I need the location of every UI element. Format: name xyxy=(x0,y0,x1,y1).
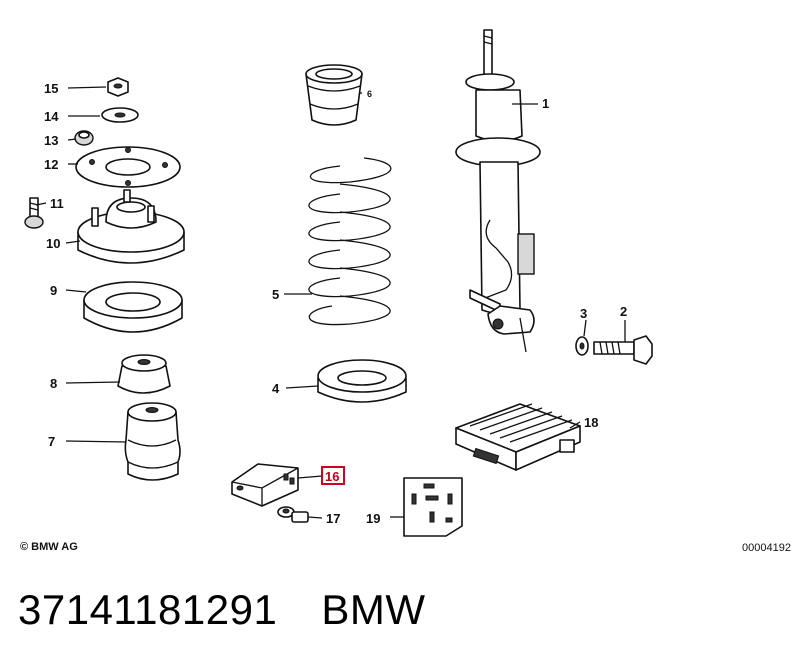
callout-5: 5 xyxy=(272,287,279,302)
parts-diagram: 1 2 3 4 5 6 7 8 9 10 11 12 13 14 15 16 1… xyxy=(24,29,653,537)
copyright-notice: © BMW AG xyxy=(20,541,78,553)
part-11-bolt xyxy=(24,197,44,229)
callout-4: 4 xyxy=(272,381,280,396)
callout-10: 10 xyxy=(46,236,60,251)
callout-1: 1 xyxy=(542,96,549,111)
callout-19: 19 xyxy=(366,511,380,526)
callout-8: 8 xyxy=(50,376,57,391)
part-9-ring xyxy=(83,281,183,333)
part-8-bump-cup xyxy=(117,354,171,394)
part-12-plate xyxy=(75,146,181,188)
callout-7: 7 xyxy=(48,434,55,449)
brand-name: BMW xyxy=(321,586,426,633)
part-19-relay-socket xyxy=(403,477,463,537)
callout-18: 18 xyxy=(584,415,598,430)
callout-11: 11 xyxy=(50,196,64,211)
part-3-washer xyxy=(575,336,589,356)
callout-13: 13 xyxy=(44,133,58,148)
part-5-coil-spring xyxy=(308,157,392,326)
part-10-top-mount xyxy=(77,189,185,264)
part-18-control-module xyxy=(455,403,581,471)
callout-9: 9 xyxy=(50,283,57,298)
part-1-shock-absorber xyxy=(455,29,541,353)
callout-17: 17 xyxy=(326,511,340,526)
part-6-boot xyxy=(305,64,363,126)
part-7-bump-stop xyxy=(124,402,181,481)
callout-15: 15 xyxy=(44,81,58,96)
callout-3: 3 xyxy=(580,306,587,321)
part-17-screw xyxy=(277,506,309,523)
callout-14: 14 xyxy=(44,109,59,124)
part-15-nut xyxy=(107,77,129,97)
part-4-spring-seat xyxy=(317,359,407,403)
footer-caption: 37141181291 BMW xyxy=(18,586,425,634)
callout-labels: 1 2 3 4 5 6 7 8 9 10 11 12 13 14 15 16 1… xyxy=(44,81,627,526)
callout-16[interactable]: 16 xyxy=(325,469,339,484)
leader-lines xyxy=(35,86,626,519)
part-16-sensor xyxy=(231,463,299,507)
callout-12: 12 xyxy=(44,157,58,172)
callout-16-highlight-box xyxy=(321,466,345,485)
diagram-code: 00004192 xyxy=(742,542,791,554)
part-14-washer xyxy=(101,107,139,123)
part-2-bolt xyxy=(593,335,653,365)
callout-2: 2 xyxy=(620,304,627,319)
callout-6: 6 xyxy=(367,89,372,99)
part-13-nut xyxy=(74,130,94,146)
part-number: 37141181291 xyxy=(18,586,278,633)
